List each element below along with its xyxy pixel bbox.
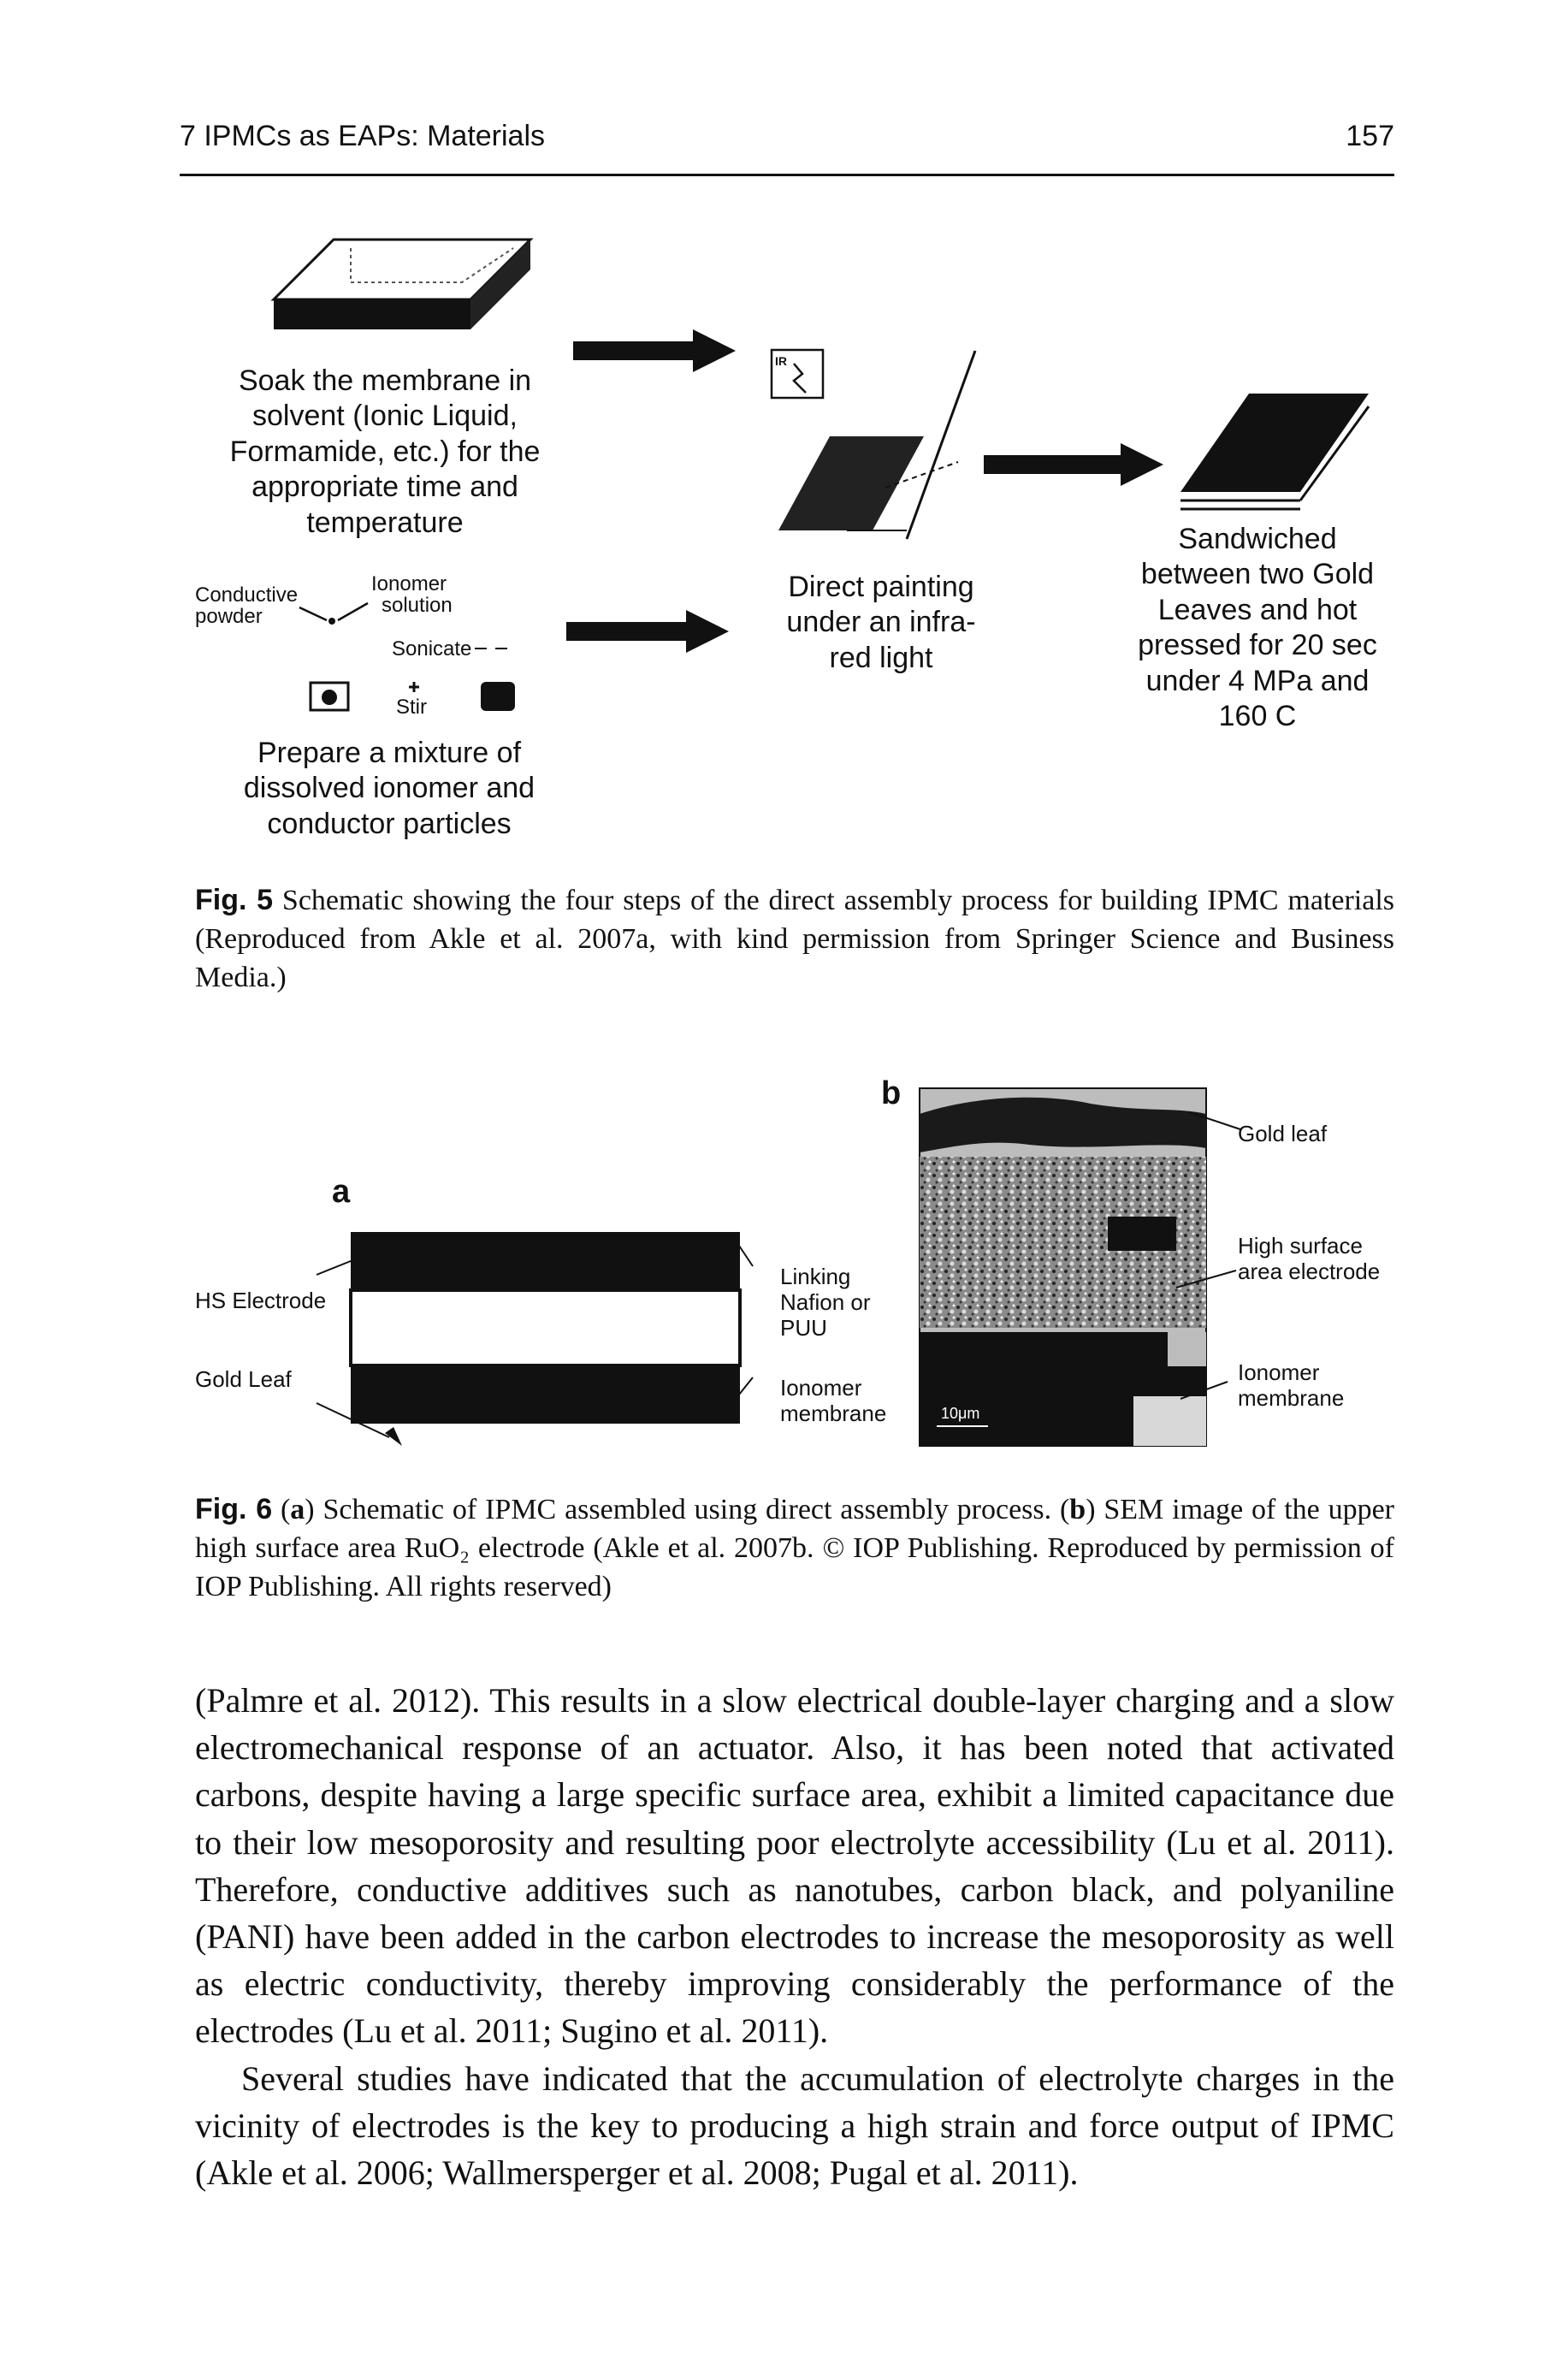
panel-a-leader-lines xyxy=(316,1240,754,1438)
step2-description: Prepare a mixture of dissolved ionomer a… xyxy=(243,737,535,840)
figure-6-caption: Fig. 6 (a) Schematic of IPMC assembled u… xyxy=(195,1493,1394,1602)
infrared-lamp-icon xyxy=(770,348,825,400)
process-arrow-1 xyxy=(573,329,736,372)
sem-image xyxy=(919,1087,1207,1447)
hs-electrode-label: HS Electrode xyxy=(195,1288,327,1313)
step1-description: Soak the membrane in solvent (Ionic Liqu… xyxy=(229,364,541,539)
stir-label: Stir xyxy=(396,696,427,719)
process-arrow-3 xyxy=(984,443,1163,486)
ir-label: IR xyxy=(775,354,787,368)
figure-5-caption: Fig. 5 Schematic showing the four steps … xyxy=(195,884,1394,993)
conductive-powder-label: Conductive powder xyxy=(195,583,299,629)
process-arrow-2 xyxy=(566,610,729,653)
mixing-arrows xyxy=(299,601,369,625)
sandwiched-membrane-illustration xyxy=(1180,394,1370,511)
sonicate-dashes xyxy=(475,648,507,649)
page-number: 157 xyxy=(1346,120,1394,152)
paragraph-2: Several studies have indicated that the … xyxy=(195,2058,1394,2192)
stir-plus-icon xyxy=(409,682,419,692)
gold-leaf-label-b: Gold leaf xyxy=(1238,1121,1328,1146)
scale-bar-label: 10μm xyxy=(941,1405,980,1422)
painting-illustration xyxy=(778,350,977,540)
ionomer-membrane-label-a: Ionomer membrane xyxy=(780,1375,887,1426)
beaker-icon xyxy=(309,681,350,712)
chapter-title: 7 IPMCs as EAPs: Materials xyxy=(180,120,546,152)
panel-b-leader-lines xyxy=(1175,1111,1241,1400)
paragraph-1: (Palmre et al. 2012). This results in a … xyxy=(195,1681,1394,2051)
membrane-tray-illustration xyxy=(270,238,534,329)
header-rule xyxy=(180,174,1394,176)
ionomer-membrane-label-b: Ionomer membrane xyxy=(1238,1359,1345,1411)
sonicate-label: Sonicate xyxy=(392,637,472,660)
ipmc-layer-schematic xyxy=(349,1232,742,1446)
high-surface-label: High surface area electrode xyxy=(1238,1233,1381,1284)
stirred-beaker-icon xyxy=(481,682,515,711)
step3-description: Direct painting under an infra- red ligh… xyxy=(786,571,976,674)
gold-leaf-label-a: Gold Leaf xyxy=(195,1366,292,1392)
step4-description: Sandwiched between two Gold Leaves and h… xyxy=(1138,523,1377,733)
running-header: 7 IPMCs as EAPs: Materials 157 xyxy=(180,120,1394,163)
ionomer-solution-label: Ionomer solution xyxy=(371,572,453,618)
body-text: (Palmre et al. 2012). This results in a … xyxy=(195,1677,1394,2196)
panel-a-label: a xyxy=(332,1174,351,1210)
linking-label: Linking Nafion or PUU xyxy=(780,1264,871,1341)
panel-b-label: b xyxy=(881,1075,902,1111)
